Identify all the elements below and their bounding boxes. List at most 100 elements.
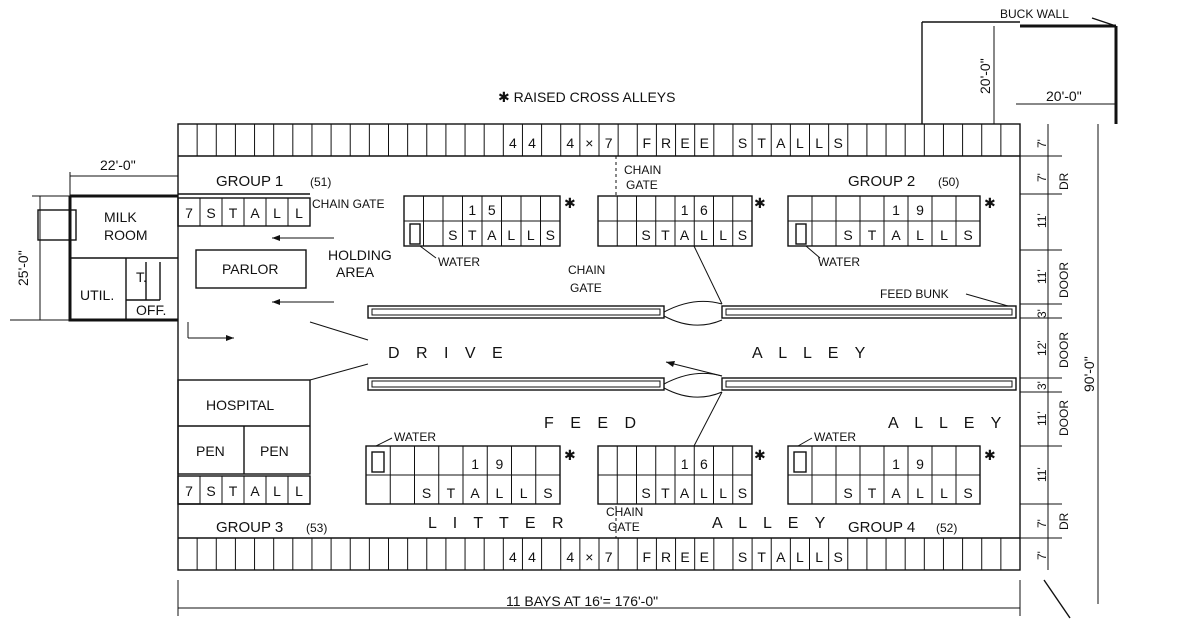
- holding-area-label-1: HOLDING: [328, 247, 392, 263]
- chain-gate-label-mid-2: GATE: [570, 281, 602, 295]
- chain-gate-label-top-2: GATE: [626, 178, 658, 192]
- free-stall-bottom-char: 4: [528, 549, 536, 565]
- free-stall-bottom-char: E: [700, 549, 709, 565]
- stall-block-lower-1-word-char: L: [520, 485, 528, 501]
- stall-block-upper-3-word-char: L: [940, 227, 948, 243]
- water-troughs: [371, 223, 821, 473]
- dim-side-7-d: 7': [1035, 551, 1049, 560]
- stall-block-upper-1-word-char: S: [546, 227, 555, 243]
- free-stall-top-char: S: [834, 135, 843, 151]
- free-stall-bottom-char: S: [834, 549, 843, 565]
- stall-block-lower-3-number-char: 1: [892, 456, 900, 472]
- parlor-room: [195, 249, 307, 289]
- stall-block-lower-3-number-char: 9: [916, 456, 924, 472]
- free-stall-bottom-char: E: [680, 549, 689, 565]
- feed-bunk-label: FEED BUNK: [880, 287, 949, 301]
- stall-block-lower-2-word-char: L: [719, 485, 727, 501]
- dim-side-3-b: 3': [1035, 381, 1049, 390]
- buck-wall-label: BUCK WALL: [1000, 7, 1069, 21]
- barn-outline: [177, 123, 1021, 571]
- stall-block-lower-3-word-char: L: [916, 485, 924, 501]
- free-stall-top-char: 4: [509, 135, 517, 151]
- group-1-count: (51): [310, 175, 331, 189]
- buck-wall-structure: [921, 17, 1118, 124]
- free-stall-top-char: 4: [528, 135, 536, 151]
- alley-label-drive: A L L E Y: [752, 345, 871, 362]
- free-stall-top-char: R: [661, 135, 671, 151]
- stall-block-upper-3-word-char: S: [843, 227, 852, 243]
- free-stall-bottom-char: L: [796, 549, 804, 565]
- free-stall-bottom-char: T: [757, 549, 766, 565]
- cross-alley-star-3: ✱: [984, 195, 996, 211]
- free-stall-top-char: S: [738, 135, 747, 151]
- group-4-count: (52): [936, 521, 957, 535]
- stall-block-lower-1-number-char: 1: [471, 456, 479, 472]
- dim-side-7-c: 7': [1035, 519, 1049, 528]
- stall-block-upper-3-word-char: L: [916, 227, 924, 243]
- total-height-dimension: 90'-0": [1081, 356, 1097, 392]
- left-stall-strip-upper-char: 7: [185, 205, 193, 221]
- group-2-count: (50): [938, 175, 959, 189]
- free-stall-top-char: E: [700, 135, 709, 151]
- free-stall-bottom-char: F: [643, 549, 652, 565]
- chain-gate-label-top-1: CHAIN: [624, 163, 661, 177]
- left-stall-strip-lower-char: A: [250, 483, 260, 499]
- bays-dimension: 11 BAYS AT 16'= 176'-0": [506, 593, 658, 609]
- litter-label: L I T T E R: [428, 515, 570, 532]
- stall-block-upper-1-word-char: L: [527, 227, 535, 243]
- feed-label: F E E D: [544, 415, 642, 432]
- stall-block-lower-1-number-char: 9: [496, 456, 504, 472]
- milk-room-label-1: MILK: [104, 209, 137, 225]
- dim-side-7-a: 7': [1035, 139, 1049, 148]
- left-stall-strip-upper-char: A: [250, 205, 260, 221]
- util-label: UTIL.: [80, 287, 114, 303]
- dim-side-12: 12': [1035, 340, 1049, 356]
- holding-area-arrows: [187, 235, 369, 381]
- free-stall-bottom-char: L: [815, 549, 823, 565]
- dim-side-11-d: 11': [1035, 467, 1049, 482]
- free-stall-bottom-char: R: [661, 549, 671, 565]
- left-stall-strip-upper-char: L: [273, 205, 281, 221]
- chain-gate-label-upper-left: CHAIN GATE: [312, 197, 384, 211]
- free-stall-top-char: L: [815, 135, 823, 151]
- dr-label-top: DR: [1057, 172, 1071, 190]
- alley-label-litter: A L L E Y: [712, 515, 831, 532]
- free-stall-top-char: A: [776, 135, 786, 151]
- stall-block-upper-3-number-char: 1: [892, 202, 900, 218]
- left-stall-strip-lower-char: 7: [185, 483, 193, 499]
- stall-block-upper-2-word-char: S: [641, 227, 650, 243]
- dim-side-11-c: 11': [1035, 411, 1049, 426]
- stall-block-upper-2-word-char: T: [661, 227, 670, 243]
- cross-alley-star-4: ✱: [564, 447, 576, 463]
- t-label: T.: [136, 269, 147, 285]
- stall-block-upper-3-number-char: 9: [916, 202, 924, 218]
- stall-block-lower-2-number-char: 1: [681, 456, 689, 472]
- water-label-lower-right: WATER: [814, 430, 856, 444]
- stall-block-upper-2-word-char: L: [719, 227, 727, 243]
- cross-alley-star-1: ✱: [564, 195, 576, 211]
- cross-alley-star-5: ✱: [754, 447, 766, 463]
- stall-block-upper-1-word-char: S: [448, 227, 457, 243]
- free-stall-bottom-char: S: [738, 549, 747, 565]
- free-stall-bottom-char: 4: [509, 549, 517, 565]
- stall-block-lower-2-word-char: L: [700, 485, 708, 501]
- dim-side-3-a: 3': [1035, 309, 1049, 318]
- stall-block-lower-2-word-char: S: [641, 485, 650, 501]
- left-stall-strip-lower-char: L: [273, 483, 281, 499]
- stall-block-upper-2-word-char: A: [680, 227, 690, 243]
- feed-bunks: [367, 305, 1017, 391]
- free-stall-top-char: L: [796, 135, 804, 151]
- drive-label: D R I V E: [388, 345, 509, 362]
- stall-block-lower-2-word-char: T: [661, 485, 670, 501]
- free-stall-bottom-char: 7: [605, 549, 613, 565]
- dim-side-11-a: 11': [1035, 213, 1049, 228]
- water-label-lower-left: WATER: [394, 430, 436, 444]
- stall-block-lower-1-word-char: S: [543, 485, 552, 501]
